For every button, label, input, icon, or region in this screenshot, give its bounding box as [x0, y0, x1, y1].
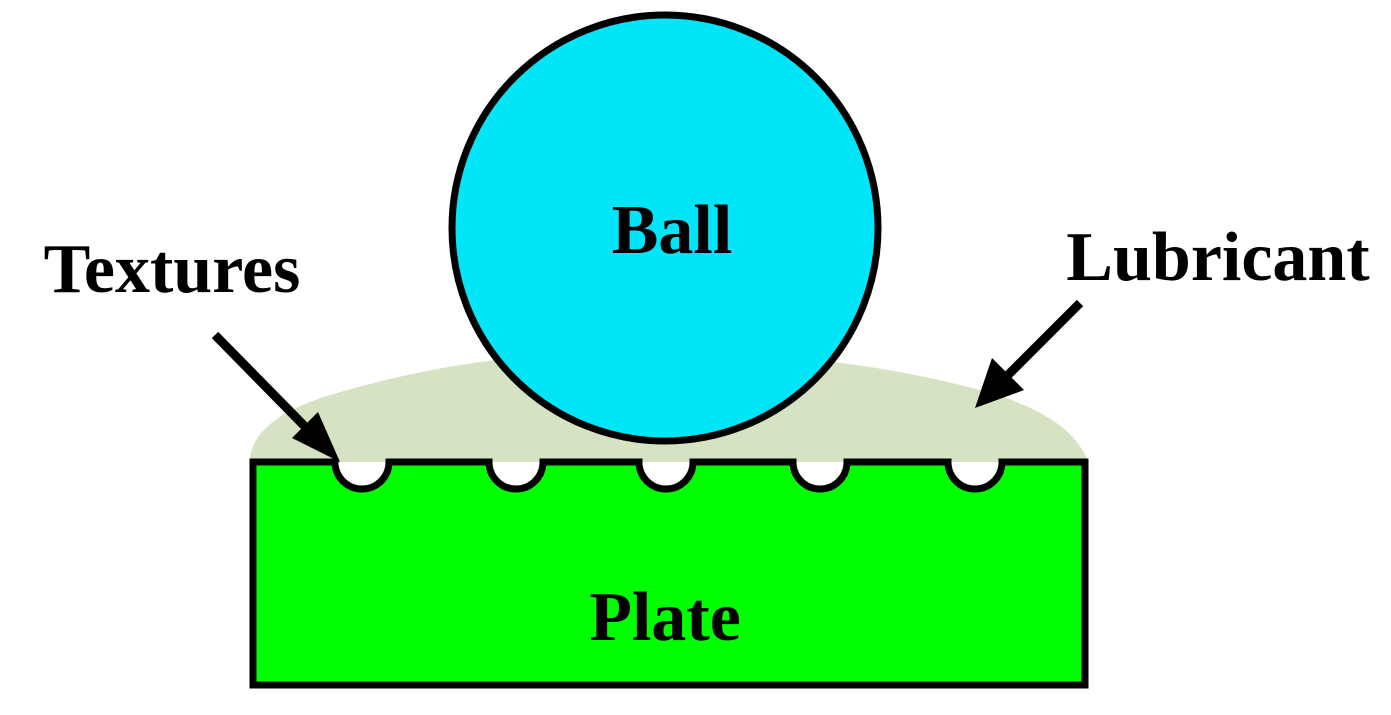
plate: [249, 458, 1089, 689]
plate-label: Plate: [589, 579, 741, 656]
lubricant-label: Lubricant: [1066, 219, 1369, 296]
lubricant-arrowhead: [975, 358, 1024, 408]
textures-label: Textures: [44, 231, 301, 308]
ball: [448, 11, 882, 445]
ball-label: Ball: [612, 192, 733, 269]
textures-arrowhead: [292, 412, 340, 462]
lubricant-arrow: [991, 299, 1084, 392]
